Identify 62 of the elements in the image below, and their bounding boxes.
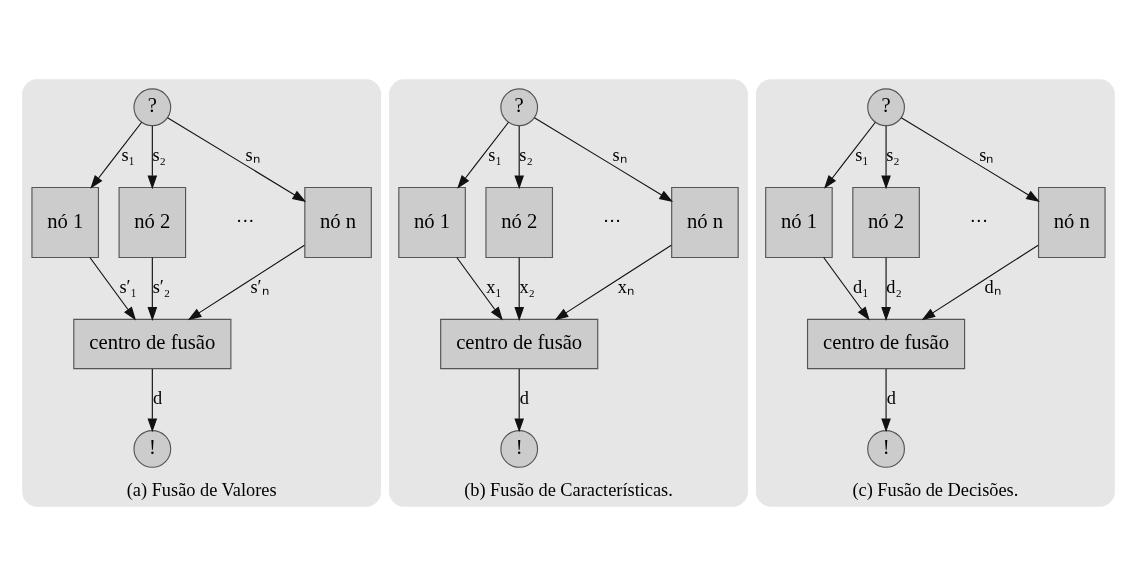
node-box: nó 2 [485,186,554,258]
edge-label: s′ₙ [250,276,269,297]
arrow [921,244,1039,320]
node-circle: ! [500,429,539,468]
arrow [824,121,876,189]
edge-label: d [886,387,896,408]
arrow [881,256,891,321]
arrow [166,116,307,202]
edge-label: s₁ [121,144,136,165]
arrow [900,116,1040,202]
label: ··· [236,210,255,231]
arrow [881,125,891,189]
arrow [89,256,137,321]
node-box: centro de fusão [806,318,966,369]
arrow [514,367,525,432]
arrow [456,256,503,321]
node-box: nó 1 [765,186,833,258]
node-circle: ? [500,87,539,126]
edge-label: s₁ [855,144,869,165]
arrow [147,256,158,321]
edge-label: s′₁ [119,276,138,297]
arrow [147,125,158,189]
arrow [533,116,673,202]
edge-label: sₙ [612,144,627,165]
label: ··· [969,210,989,231]
edge-label: d [519,387,529,408]
arrow [554,244,672,320]
node-box: nó 1 [398,186,466,258]
edge-label: d [152,387,163,408]
node-box: centro de fusão [73,318,232,369]
edge-label: s′₂ [152,276,171,297]
edge-label: d₂ [886,276,902,297]
edge-label: xₙ [617,276,634,297]
node-circle: ! [867,429,905,468]
arrow [187,244,305,320]
node-circle: ? [867,87,905,126]
edge-label: s₂ [152,144,166,165]
edge-label: s₂ [519,144,533,165]
edge-label: s₂ [886,144,900,165]
node-box: centro de fusão [440,318,599,369]
edge-label: x₁ [486,276,502,297]
edge-label: d₁ [853,276,869,297]
node-box: nó 2 [852,186,920,258]
arrow [147,367,158,432]
node-box: nó n [304,186,372,258]
label: ··· [602,210,622,231]
node-box: nó 2 [118,186,187,258]
edge-label: sₙ [979,144,994,165]
node-box: nó n [671,186,739,258]
arrow [881,367,891,432]
arrow [90,121,143,189]
node-box: nó 1 [31,186,100,258]
edge-label: sₙ [245,144,260,165]
arrow [514,125,525,189]
edge-label: s₁ [488,144,502,165]
arrow [823,256,870,321]
arrow [457,121,510,189]
node-box: nó n [1037,186,1106,258]
arrow [514,256,525,321]
node-circle: ! [133,429,172,468]
node-circle: ? [133,87,172,126]
edge-label: dₙ [984,276,1001,297]
